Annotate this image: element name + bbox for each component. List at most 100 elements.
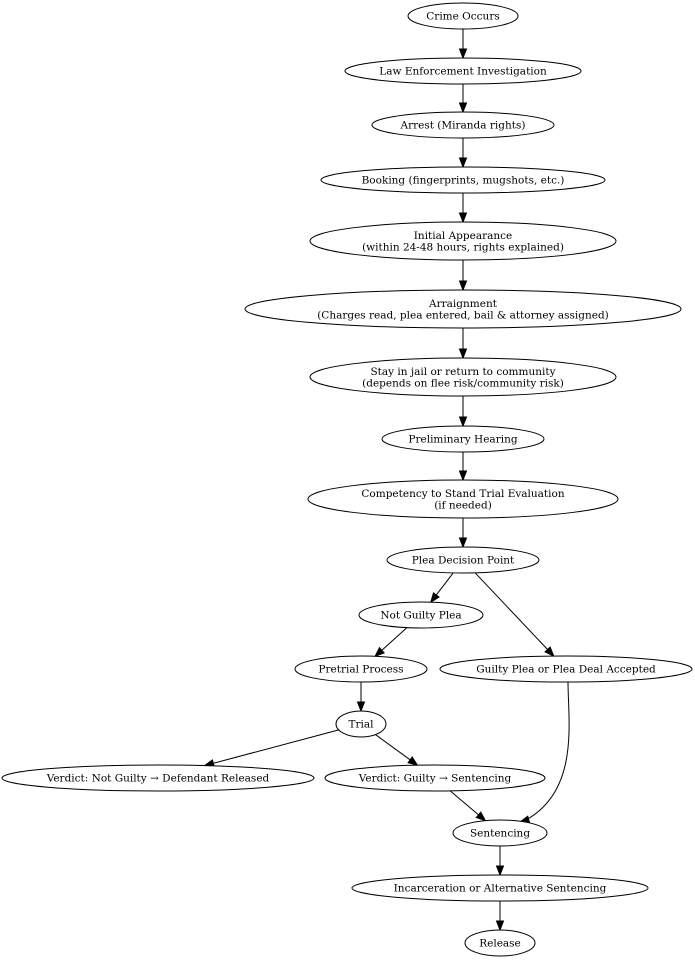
edge-pretrial-to-trial — [356, 682, 366, 713]
node-label: Incarceration or Alternative Sentencing — [394, 883, 607, 895]
node-label: (depends on flee risk/community risk) — [362, 377, 564, 389]
edge-line — [212, 729, 339, 765]
node-trial: Trial — [335, 710, 387, 738]
node-label: Booking (fingerprints, mugshots, etc.) — [362, 175, 565, 187]
edge-trial-to-verdict-not-guilty — [203, 729, 339, 768]
node-label: Initial Appearance — [414, 230, 512, 242]
edge-preliminary-to-competency — [458, 452, 468, 482]
node-label: (Charges read, plea entered, bail & atto… — [317, 309, 609, 321]
node-label: Competency to Stand Trial Evaluation — [361, 488, 564, 500]
node-label: Crime Occurs — [426, 11, 499, 23]
node-label: Pretrial Process — [318, 664, 403, 676]
node-label: Not Guilty Plea — [380, 610, 461, 622]
edge-line — [435, 572, 454, 597]
node-booking: Booking (fingerprints, mugshots, etc.) — [320, 166, 606, 194]
node-label: Stay in jail or return to community — [370, 366, 555, 378]
node-verdict-not-guilty: Verdict: Not Guilty → Defendant Released — [1, 764, 315, 792]
node-arraignment: Arraignment(Charges read, plea entered, … — [244, 289, 682, 329]
arrow-head — [458, 280, 468, 292]
node-label: Plea Decision Point — [412, 555, 515, 567]
edges-layer — [203, 29, 570, 932]
node-ellipse — [439, 655, 693, 683]
node-sentencing: Sentencing — [452, 819, 548, 847]
arrow-head — [458, 157, 468, 169]
node-ellipse — [407, 2, 519, 30]
arrow-head — [544, 646, 555, 658]
node-preliminary: Preliminary Hearing — [381, 425, 545, 453]
edge-arrest-to-booking — [458, 138, 468, 169]
node-ellipse — [335, 710, 387, 738]
node-label: Preliminary Hearing — [408, 434, 517, 446]
node-crime: Crime Occurs — [407, 2, 519, 30]
edge-arraignment-to-jail — [458, 328, 468, 360]
arrow-head — [495, 920, 505, 932]
node-label: (within 24-48 hours, rights explained) — [362, 241, 564, 253]
edge-line — [474, 572, 549, 651]
node-arrest: Arrest (Miranda rights) — [371, 111, 555, 139]
arrow-head — [458, 416, 468, 428]
edge-crime-to-investigation — [458, 29, 468, 60]
arrow-head — [458, 470, 468, 482]
arrow-head — [356, 701, 366, 713]
node-release: Release — [464, 929, 536, 957]
node-investigation: Law Enforcement Investigation — [344, 57, 582, 85]
arrow-head — [374, 646, 386, 658]
node-ellipse — [294, 655, 428, 683]
edge-incarceration-to-release — [495, 901, 505, 932]
node-label: Law Enforcement Investigation — [379, 66, 547, 78]
node-label: Guilty Plea or Plea Deal Accepted — [476, 664, 656, 676]
node-verdict-guilty: Verdict: Guilty → Sentencing — [324, 764, 546, 792]
node-ellipse — [244, 289, 682, 329]
edge-sentencing-to-incarceration — [495, 846, 505, 877]
arrow-head — [495, 865, 505, 877]
edge-line — [525, 681, 570, 821]
node-ellipse — [371, 111, 555, 139]
arrow-head — [475, 811, 487, 822]
edge-line — [449, 790, 480, 816]
node-label: Arrest (Miranda rights) — [400, 120, 526, 132]
arrow-head — [429, 592, 440, 604]
arrow-head — [458, 212, 468, 224]
edge-jail-to-preliminary — [458, 396, 468, 428]
node-ellipse — [351, 874, 649, 902]
node-ellipse — [358, 601, 484, 629]
edge-line — [375, 734, 412, 761]
node-ellipse — [381, 425, 545, 453]
node-label: Verdict: Guilty → Sentencing — [358, 773, 512, 785]
node-label: Verdict: Not Guilty → Defendant Released — [46, 773, 270, 785]
node-competency: Competency to Stand Trial Evaluation(if … — [307, 479, 619, 519]
arrow-head — [407, 756, 419, 766]
node-guilty-plea: Guilty Plea or Plea Deal Accepted — [439, 655, 693, 683]
edge-plea-decision-to-guilty-plea — [474, 572, 555, 658]
node-ellipse — [324, 764, 546, 792]
edge-guilty-plea-to-sentencing — [518, 681, 570, 824]
arrow-head — [458, 537, 468, 549]
node-label: Arraignment — [428, 298, 498, 310]
node-ellipse — [344, 57, 582, 85]
node-pretrial: Pretrial Process — [294, 655, 428, 683]
edge-investigation-to-arrest — [458, 84, 468, 114]
node-label: Sentencing — [470, 828, 530, 840]
node-label: (if needed) — [434, 499, 492, 511]
node-ellipse — [309, 357, 617, 397]
edge-plea-decision-to-not-guilty-plea — [429, 572, 454, 604]
node-not-guilty-plea: Not Guilty Plea — [358, 601, 484, 629]
node-incarceration: Incarceration or Alternative Sentencing — [351, 874, 649, 902]
node-ellipse — [320, 166, 606, 194]
edge-initial-to-arraignment — [458, 260, 468, 292]
edge-booking-to-initial — [458, 193, 468, 224]
edge-not-guilty-plea-to-pretrial — [374, 627, 408, 658]
arrow-head — [458, 348, 468, 360]
edge-competency-to-plea-decision — [458, 518, 468, 549]
node-jail: Stay in jail or return to community(depe… — [309, 357, 617, 397]
node-label: Trial — [349, 719, 375, 731]
node-ellipse — [386, 546, 540, 574]
node-label: Release — [479, 938, 521, 950]
node-ellipse — [1, 764, 315, 792]
edge-line — [380, 627, 408, 652]
node-ellipse — [307, 479, 619, 519]
node-plea-decision: Plea Decision Point — [386, 546, 540, 574]
node-ellipse — [309, 221, 617, 261]
